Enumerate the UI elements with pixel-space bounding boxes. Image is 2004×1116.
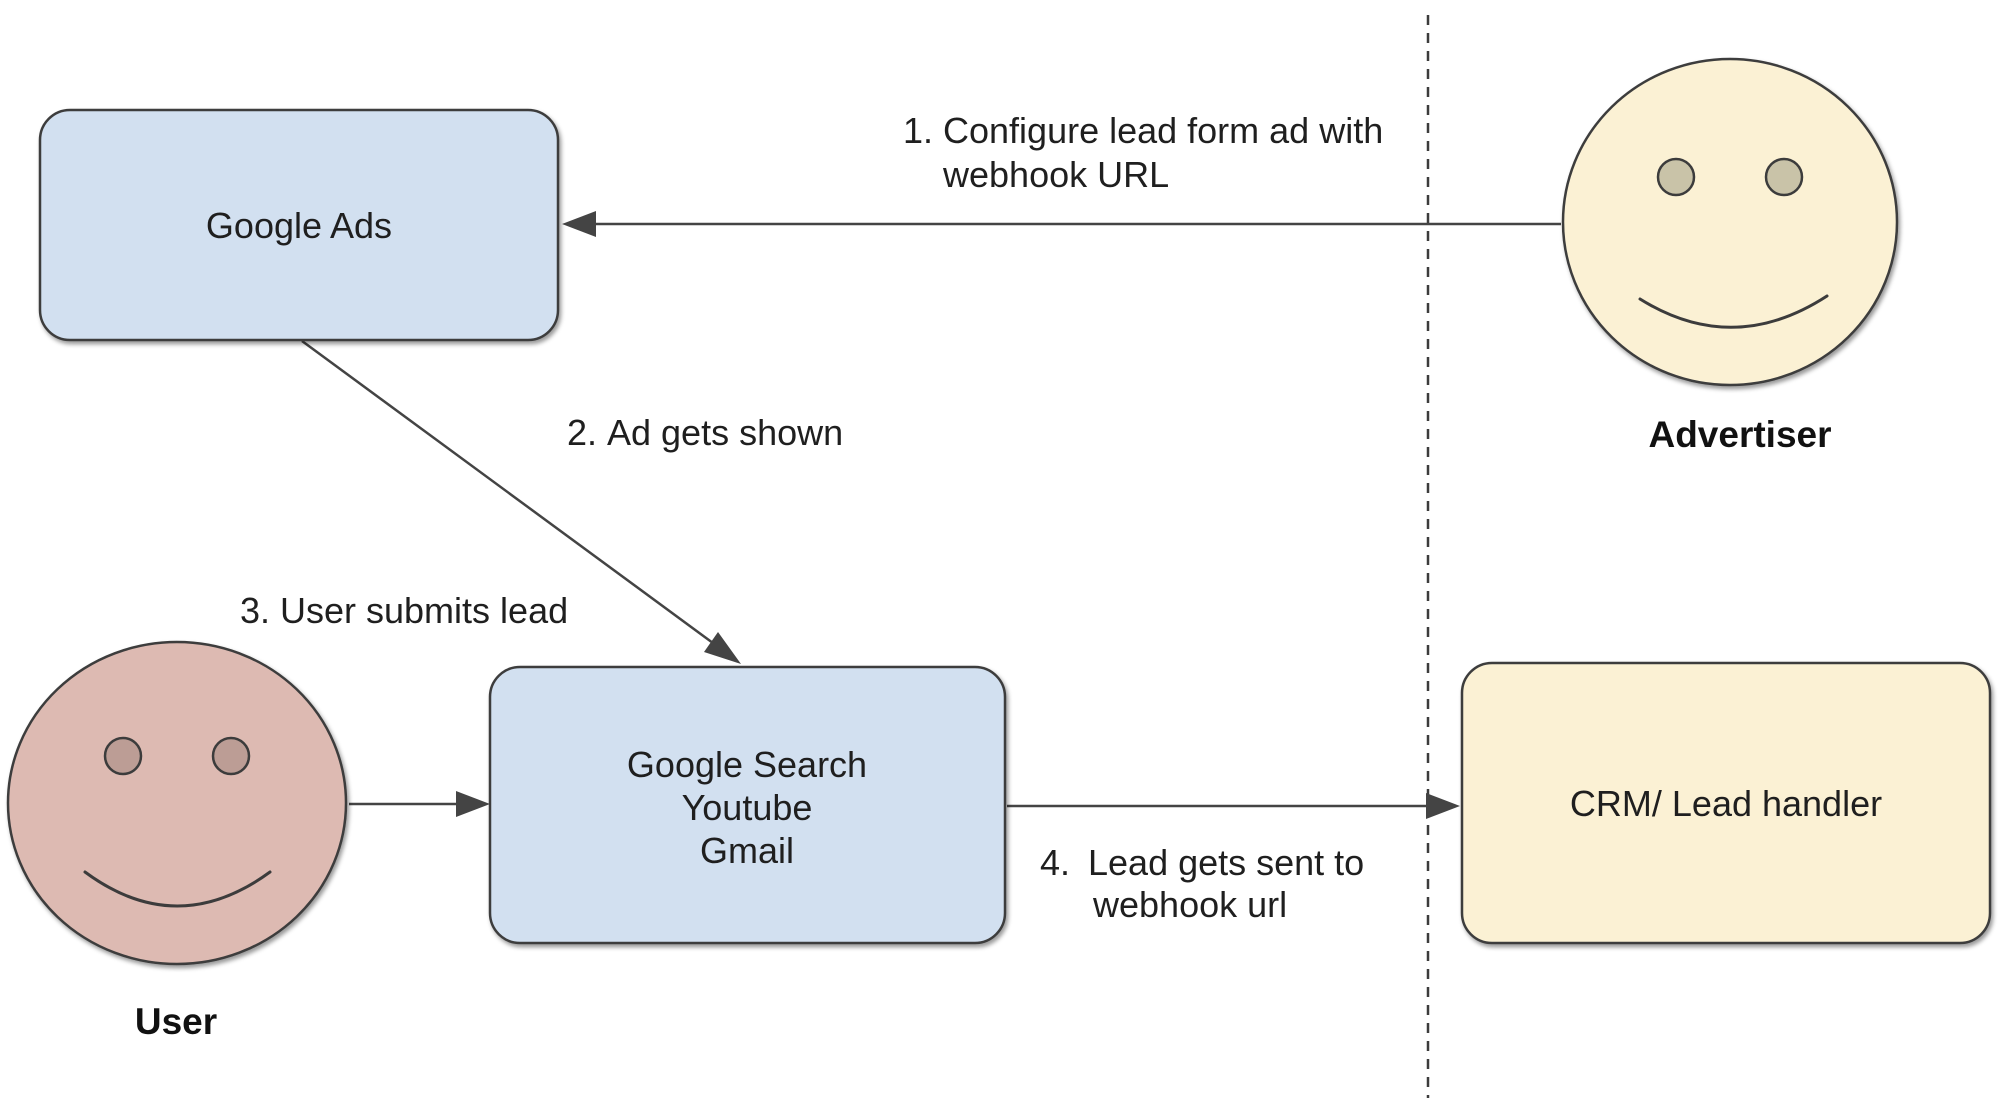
advertiser-smile-icon	[1638, 294, 1829, 329]
user-right-eye-icon	[211, 736, 251, 776]
advertiser-node: Advertiser	[1561, 57, 1899, 455]
user-face-icon	[6, 640, 348, 966]
step4-text-line-2: webhook url	[1092, 884, 1287, 925]
google-ads-label: Google Ads	[206, 205, 392, 246]
user-left-eye-icon	[103, 736, 143, 776]
step1-text-line-1: Configure lead form ad with	[943, 110, 1383, 151]
step2-connector-line	[301, 339, 718, 648]
step4-text-line-1: Lead gets sent to	[1088, 842, 1364, 883]
google-surfaces-line-1: Google Search	[627, 744, 867, 785]
step2-text-line-1: Ad gets shown	[607, 412, 843, 453]
google-surfaces-line-3: Gmail	[700, 830, 794, 871]
step1-number: 1.	[903, 110, 933, 151]
user-label: User	[135, 1001, 217, 1042]
step1-arrowhead-icon	[562, 211, 596, 237]
advertiser-label: Advertiser	[1648, 414, 1831, 455]
step3-number: 3.	[240, 590, 270, 631]
step3-label: 3. User submits lead	[240, 590, 568, 631]
advertiser-face-icon	[1561, 57, 1899, 387]
crm-box	[1460, 661, 1992, 945]
step4-arrowhead-icon	[1426, 793, 1460, 819]
step3-text-line-1: User submits lead	[280, 590, 568, 631]
step2-arrowhead-icon	[704, 632, 741, 664]
arrow-step1	[562, 211, 1561, 237]
arrow-step3	[349, 791, 490, 817]
user-node: User	[6, 640, 348, 1042]
step4-label: 4. Lead gets sent to webhook url	[1040, 842, 1364, 925]
step2-number: 2.	[567, 412, 597, 453]
advertiser-right-eye-icon	[1764, 157, 1804, 197]
google-surfaces-node: Google Search Youtube Gmail	[488, 665, 1007, 945]
user-smile-icon	[83, 870, 272, 908]
google-surfaces-box	[488, 665, 1007, 945]
step3-arrowhead-icon	[456, 791, 490, 817]
step4-number: 4.	[1040, 842, 1070, 883]
arrow-step4	[1007, 793, 1460, 819]
google-surfaces-line-2: Youtube	[682, 787, 813, 828]
arrow-step2	[301, 339, 741, 664]
crm-node: CRM/ Lead handler	[1460, 661, 1992, 945]
google-ads-node: Google Ads	[38, 108, 560, 342]
step1-label: 1. Configure lead form ad with webhook U…	[903, 110, 1383, 195]
advertiser-left-eye-icon	[1656, 157, 1696, 197]
google-ads-box	[38, 108, 560, 342]
step2-label: 2. Ad gets shown	[567, 412, 843, 453]
step1-text-line-2: webhook URL	[942, 154, 1169, 195]
crm-label: CRM/ Lead handler	[1570, 783, 1882, 824]
